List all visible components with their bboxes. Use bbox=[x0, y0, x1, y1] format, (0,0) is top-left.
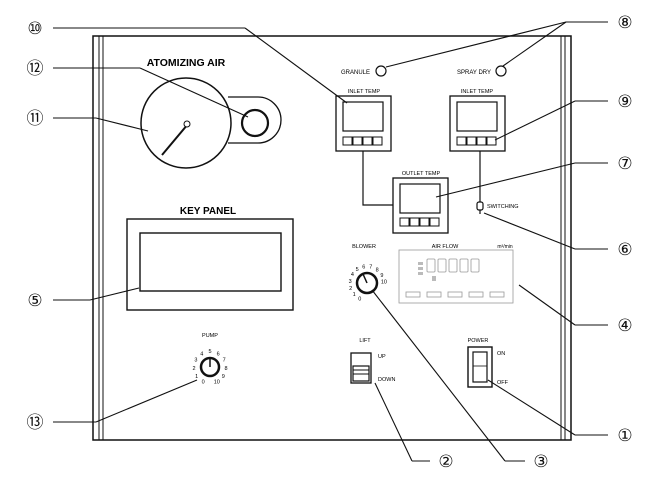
lift-switch[interactable] bbox=[350, 352, 372, 384]
blower-label: BLOWER bbox=[352, 244, 376, 250]
pump-label: PUMP bbox=[202, 333, 218, 339]
power-switch[interactable] bbox=[467, 346, 493, 388]
pump-dial-number-1: 1 bbox=[195, 374, 198, 380]
pump-dial-number-4: 4 bbox=[200, 351, 203, 357]
callout-9: ⑨ bbox=[617, 92, 632, 111]
blower-dial-number-4: 4 bbox=[351, 272, 354, 278]
switching-label: SWITCHING bbox=[487, 204, 518, 210]
air-flow-unit: m³/min bbox=[497, 244, 512, 250]
blower-dial-number-3: 3 bbox=[349, 279, 352, 285]
air-flow-label: AIR FLOW bbox=[432, 244, 459, 250]
inlet-temp-right-label: INLET TEMP bbox=[461, 89, 494, 95]
key-panel-label: KEY PANEL bbox=[180, 206, 236, 217]
inlet-temp-left-label: INLET TEMP bbox=[348, 89, 381, 95]
granule-lamp bbox=[375, 65, 387, 77]
pump-dial[interactable] bbox=[199, 356, 221, 378]
callout-2: ② bbox=[438, 452, 453, 471]
blower-dial-number-6: 6 bbox=[362, 264, 365, 270]
spray-dry-lamp bbox=[495, 65, 507, 77]
pump-dial-number-2: 2 bbox=[192, 366, 195, 372]
blower-dial-number-2: 2 bbox=[349, 286, 352, 292]
pump-dial-number-5: 5 bbox=[208, 349, 211, 355]
controller-wiring bbox=[362, 151, 481, 206]
blower-dial[interactable] bbox=[355, 271, 379, 295]
power-off-label: OFF bbox=[497, 380, 509, 386]
inlet-temp-controller-right[interactable] bbox=[449, 95, 506, 152]
pump-dial-number-0: 0 bbox=[202, 380, 205, 386]
leader-lines bbox=[53, 21, 608, 462]
callout-1: ① bbox=[617, 426, 632, 445]
power-label: POWER bbox=[468, 338, 489, 344]
pump-dial-number-3: 3 bbox=[194, 358, 197, 364]
callout-13: ⑬ bbox=[27, 413, 44, 432]
pump-dial-number-9: 9 bbox=[222, 374, 225, 380]
blower-dial-number-8: 8 bbox=[376, 267, 379, 273]
blower-dial-number-9: 9 bbox=[380, 273, 383, 279]
callout-5: ⑤ bbox=[27, 291, 42, 310]
callout-6: ⑥ bbox=[617, 240, 632, 259]
pump-dial-number-8: 8 bbox=[224, 366, 227, 372]
blower-dial-number-10: 10 bbox=[381, 280, 387, 286]
key-panel[interactable] bbox=[126, 218, 294, 311]
callout-3: ③ bbox=[533, 452, 548, 471]
blower-dial-number-7: 7 bbox=[369, 264, 372, 270]
callout-10: ⑩ bbox=[27, 19, 42, 38]
blower-dial-number-0: 0 bbox=[358, 296, 361, 302]
atomizing-air-label: ATOMIZING AIR bbox=[147, 57, 226, 69]
callout-12: ⑫ bbox=[27, 59, 44, 78]
callout-4: ④ bbox=[617, 316, 632, 335]
power-on-label: ON bbox=[497, 351, 505, 357]
inlet-temp-controller-left[interactable] bbox=[335, 95, 392, 152]
lift-label: LIFT bbox=[359, 338, 371, 344]
pump-dial-number-10: 10 bbox=[214, 380, 220, 386]
lift-down-label: DOWN bbox=[378, 377, 395, 383]
outlet-temp-label: OUTLET TEMP bbox=[402, 171, 441, 177]
callout-7: ⑦ bbox=[617, 154, 632, 173]
outlet-temp-controller[interactable] bbox=[392, 177, 449, 234]
callout-11: ⑪ bbox=[27, 109, 44, 128]
air-flow-meter bbox=[398, 249, 514, 304]
switching-toggle[interactable] bbox=[476, 201, 484, 214]
pump-dial-number-7: 7 bbox=[223, 358, 226, 364]
lift-up-label: UP bbox=[378, 354, 386, 360]
granule-label: GRANULE bbox=[341, 70, 370, 76]
spray-dry-label: SPRAY DRY bbox=[457, 70, 491, 76]
blower-dial-number-5: 5 bbox=[356, 267, 359, 273]
blower-dial-number-1: 1 bbox=[353, 292, 356, 298]
pump-dial-number-6: 6 bbox=[217, 351, 220, 357]
atomizing-air-knob[interactable] bbox=[240, 108, 270, 138]
callout-8: ⑧ bbox=[617, 13, 632, 32]
